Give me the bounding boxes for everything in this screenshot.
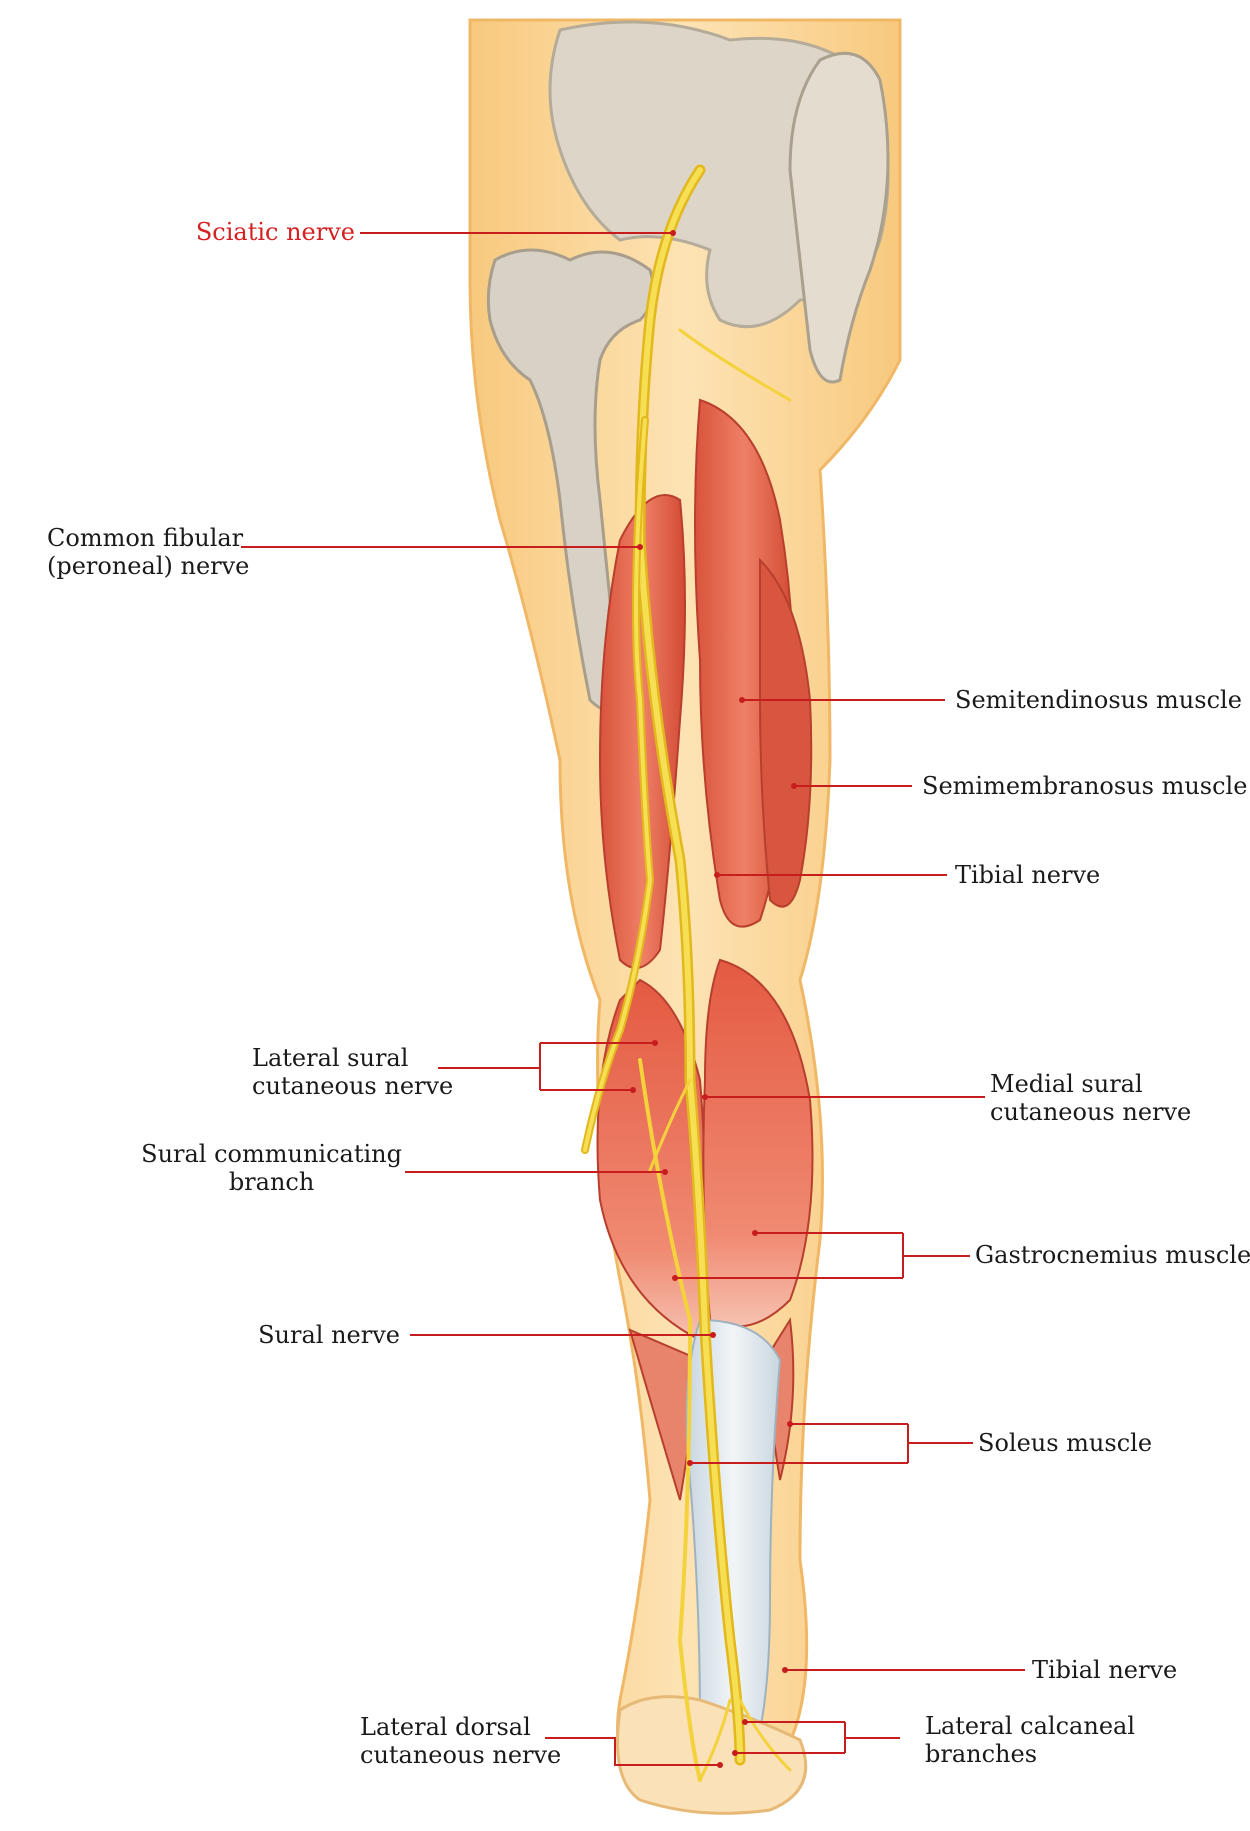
label-common-fibular-nerve: Common fibular (peroneal) nerve xyxy=(47,524,249,580)
label-sural-nerve: Sural nerve xyxy=(258,1321,400,1349)
label-lateral-sural-line1: Lateral sural xyxy=(252,1044,409,1072)
label-medial-sural-cutaneous-nerve: Medial sural cutaneous nerve xyxy=(990,1070,1191,1126)
label-semitendinosus-muscle: Semitendinosus muscle xyxy=(955,686,1242,714)
label-tibial-nerve-lower: Tibial nerve xyxy=(1032,1656,1178,1684)
label-soleus-muscle: Soleus muscle xyxy=(978,1429,1153,1457)
label-medial-sural-line1: Medial sural xyxy=(990,1070,1143,1098)
label-lateral-sural-cutaneous-nerve: Lateral sural cutaneous nerve xyxy=(252,1044,453,1100)
sacrum-bone xyxy=(788,51,890,384)
label-sural-communicating-line1: Sural communicating xyxy=(141,1140,402,1168)
label-tibial-nerve-upper: Tibial nerve xyxy=(955,861,1101,889)
label-common-fibular-line1: Common fibular xyxy=(47,524,244,552)
label-medial-sural-line2: cutaneous nerve xyxy=(990,1098,1192,1126)
label-gastrocnemius-muscle: Gastrocnemius muscle xyxy=(975,1241,1250,1269)
leader-lines xyxy=(241,232,1025,1766)
label-lateral-sural-line2: cutaneous nerve xyxy=(252,1072,454,1100)
label-lateral-calcaneal-branches: Lateral calcaneal branches xyxy=(925,1712,1135,1768)
label-lateral-calcaneal-line2: branches xyxy=(925,1740,1038,1768)
label-lateral-calcaneal-line1: Lateral calcaneal xyxy=(925,1712,1135,1740)
label-sural-communicating-branch: Sural communicating branch xyxy=(141,1140,402,1196)
label-lateral-dorsal-line2: cutaneous nerve xyxy=(360,1741,562,1769)
label-lateral-dorsal-line1: Lateral dorsal xyxy=(360,1713,531,1741)
gastrocnemius-medial-head xyxy=(702,958,814,1328)
label-lateral-dorsal-cutaneous-nerve: Lateral dorsal cutaneous nerve xyxy=(360,1713,561,1769)
label-sciatic-nerve: Sciatic nerve xyxy=(195,218,355,246)
nerve-paths xyxy=(581,164,792,1782)
leader-endpoints xyxy=(630,230,797,1768)
label-sural-communicating-line2: branch xyxy=(228,1168,315,1196)
label-semimembranosus-muscle: Semimembranosus muscle xyxy=(922,772,1248,800)
label-common-fibular-line2: (peroneal) nerve xyxy=(47,552,250,580)
